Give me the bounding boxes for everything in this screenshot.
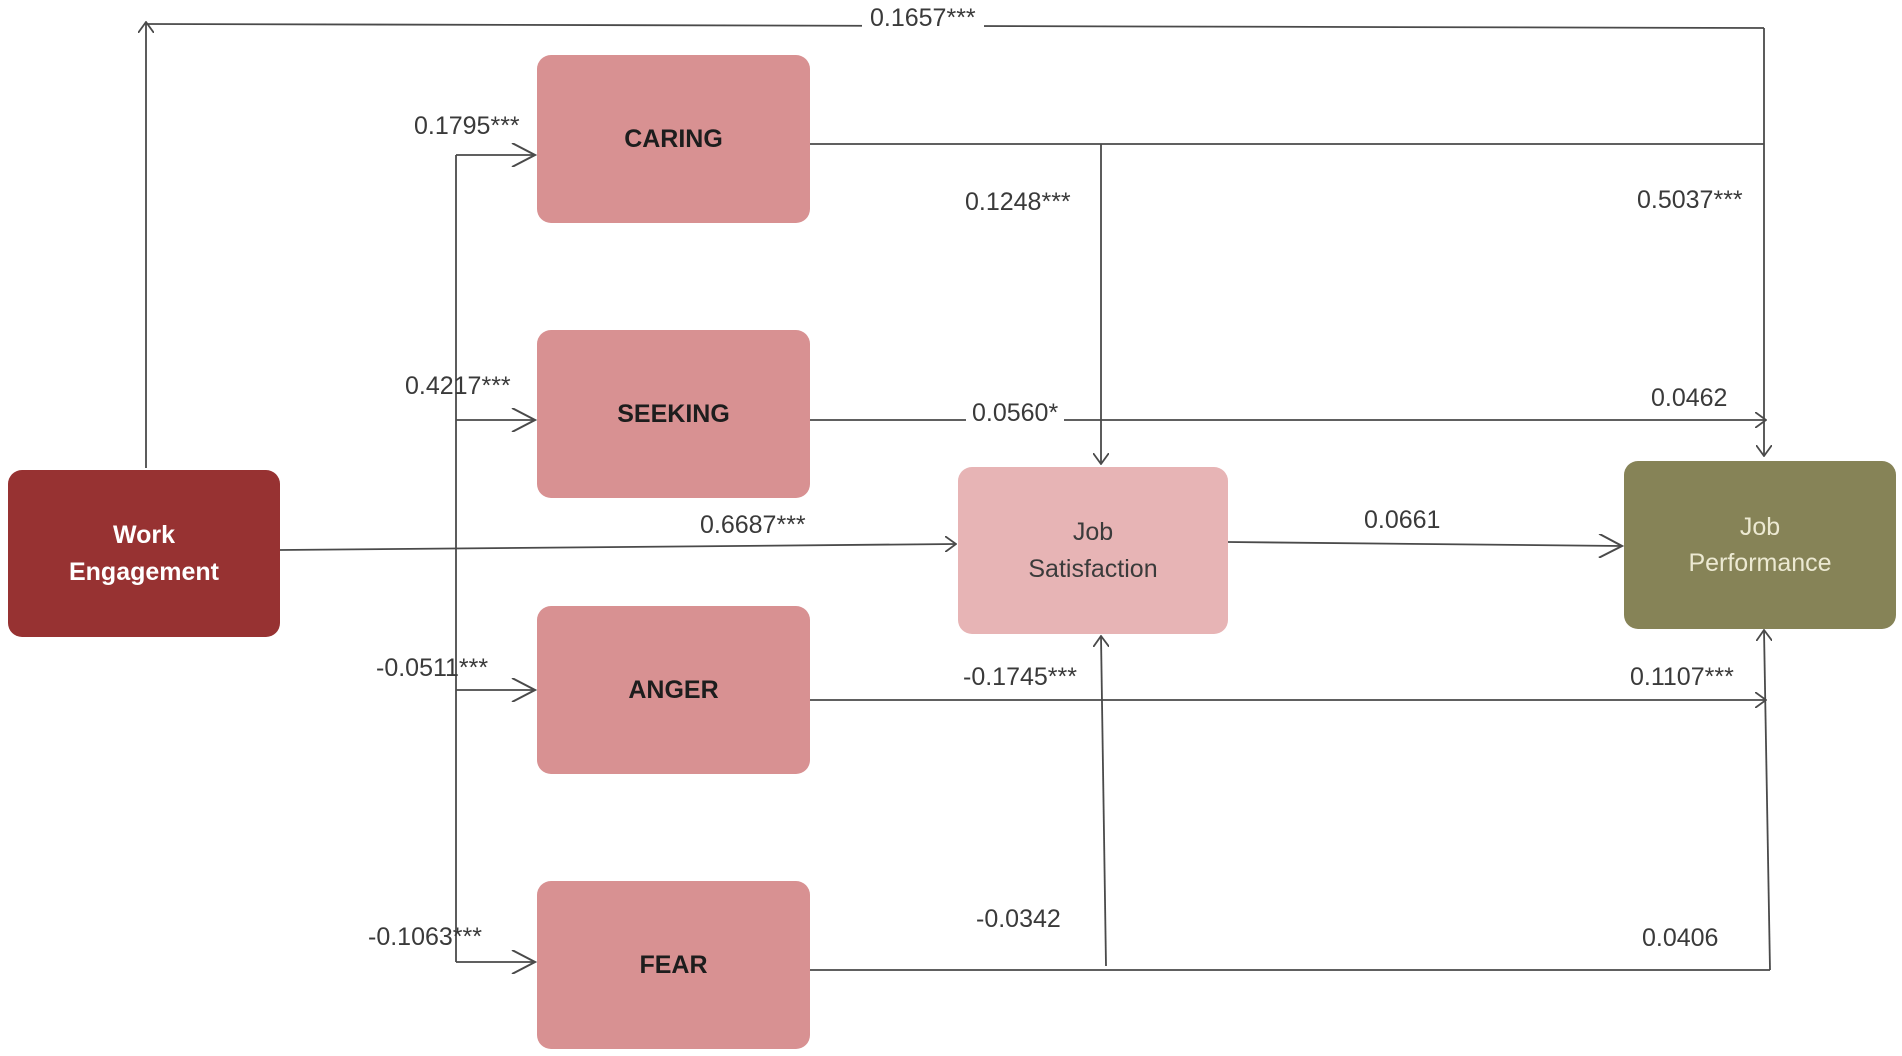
node-work-engagement: Work Engagement: [8, 470, 280, 637]
arrow-js-to-jp: [1227, 542, 1622, 546]
job-satisfaction-line-1: Job: [1072, 518, 1114, 547]
node-caring: CARING: [537, 55, 810, 223]
job-satisfaction-line-2: Satisfaction: [1028, 554, 1158, 583]
arrow-we-to-js: [279, 544, 956, 550]
coef-we-to-anger: -0.0511***: [376, 654, 489, 682]
coef-seeking-to-jp: 0.0462: [1651, 384, 1728, 412]
seeking-label: SEEKING: [617, 399, 730, 428]
work-engagement-line-2: Engagement: [68, 557, 220, 586]
coef-fear-to-jp: 0.0406: [1642, 924, 1719, 952]
coef-anger-to-js: -0.1745***: [963, 663, 1077, 691]
coef-fear-to-js: -0.0342: [976, 905, 1061, 933]
work-engagement-line-1: Work: [112, 521, 176, 550]
job-performance-line-2: Performance: [1688, 549, 1832, 577]
coef-we-to-js: 0.6687***: [700, 511, 806, 539]
node-seeking: SEEKING: [537, 330, 810, 498]
arrow-fear-to-jp: [1764, 630, 1770, 971]
arrow-fear-to-js: [1101, 636, 1106, 967]
coef-we-to-jp: 0.1657***: [862, 6, 984, 31]
coef-we-to-seeking: 0.4217***: [405, 372, 511, 400]
coef-caring-to-js: 0.1248***: [965, 188, 1071, 216]
coef-js-to-jp: 0.0661: [1364, 506, 1441, 534]
node-fear: FEAR: [537, 881, 810, 1049]
coef-anger-to-jp: 0.1107***: [1630, 663, 1734, 691]
node-job-satisfaction: Job Satisfaction: [958, 467, 1228, 634]
node-job-performance: Job Performance: [1624, 461, 1896, 629]
coef-we-to-caring: 0.1795***: [414, 112, 520, 140]
job-performance-line-1: Job: [1739, 512, 1781, 541]
anger-label: ANGER: [628, 675, 719, 704]
caring-label: CARING: [624, 124, 723, 153]
node-anger: ANGER: [537, 606, 810, 774]
coef-seeking-to-js: 0.0560*: [966, 401, 1065, 426]
coef-we-to-fear: -0.1063***: [368, 923, 482, 951]
coef-caring-to-jp: 0.5037***: [1637, 186, 1743, 214]
fear-label: FEAR: [639, 950, 708, 979]
